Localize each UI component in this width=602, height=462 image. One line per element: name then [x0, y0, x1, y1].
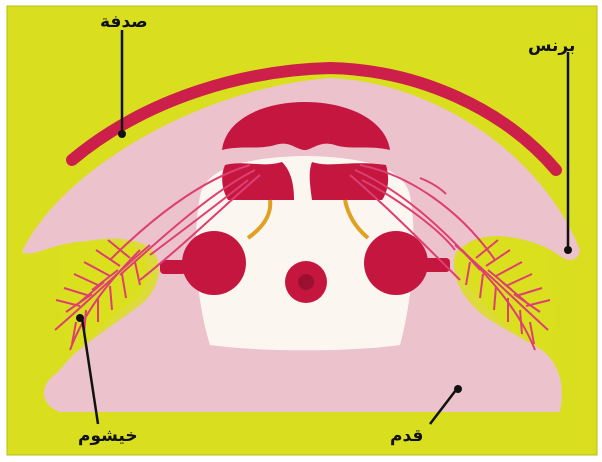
- gill-label: خيشوم: [78, 428, 138, 445]
- shell-label: صدفة: [100, 14, 148, 31]
- organ-right: [364, 231, 428, 295]
- organ-left-stub: [160, 260, 186, 274]
- intestine-inner: [298, 274, 314, 290]
- mantle-label: برنس: [528, 38, 575, 55]
- organ-left: [182, 231, 246, 295]
- foot-label: قدم: [390, 428, 423, 445]
- heart-lower-left: [222, 162, 294, 200]
